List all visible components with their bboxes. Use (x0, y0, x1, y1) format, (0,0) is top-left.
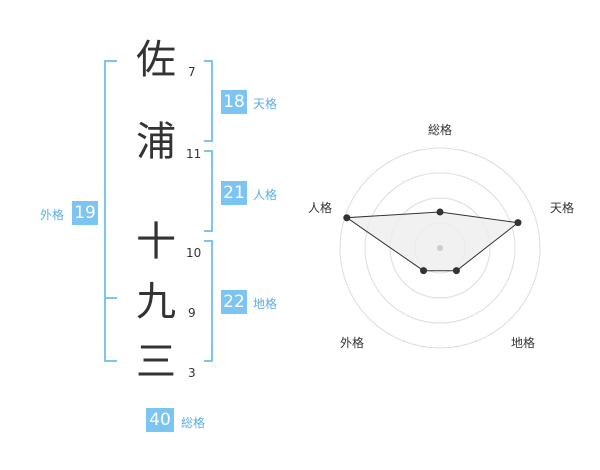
radar-axis-label-chikaku: 地格 (511, 335, 535, 350)
radar-point (343, 214, 351, 222)
gaikaku-bracket-tick (104, 297, 117, 299)
stroke-count-2: 11 (186, 147, 202, 161)
radar-center-dot (437, 245, 443, 251)
radar-point (514, 219, 522, 227)
radar-axis-label-jinkaku: 人格 (308, 200, 332, 215)
name-char-2: 浦 (136, 119, 176, 165)
stroke-count-3: 10 (186, 246, 202, 260)
jinkaku-value-badge: 21 (221, 181, 247, 205)
tenkaku-bracket (204, 60, 213, 142)
radar-ring (364, 172, 516, 324)
gaikaku-value-badge: 19 (72, 201, 98, 225)
soukaku-value-badge: 40 (146, 408, 174, 432)
chikaku-label: 地格 (253, 297, 278, 311)
gaikaku-label: 外格 (40, 208, 65, 222)
name-char-4: 九 (136, 279, 176, 325)
stroke-count-5: 3 (188, 366, 196, 380)
name-char-5: 三 (136, 339, 176, 385)
chikaku-bracket (204, 240, 213, 362)
name-char-3: 十 (136, 219, 176, 265)
radar-polygon (345, 211, 520, 272)
tenkaku-value-badge: 18 (221, 90, 247, 114)
gaikaku-bracket (104, 60, 117, 362)
radar-point (452, 267, 460, 275)
radar-axis-label-gaikaku: 外格 (340, 335, 364, 350)
tenkaku-label: 天格 (253, 97, 278, 111)
jinkaku-label: 人格 (253, 188, 278, 202)
radar-ring (339, 147, 541, 349)
chikaku-value-badge: 22 (221, 290, 247, 314)
name-char-1: 佐 (136, 37, 176, 83)
soukaku-label: 総格 (181, 416, 206, 430)
stroke-count-1: 7 (188, 65, 196, 79)
radar-axis-label-soukaku: 総格 (428, 122, 452, 137)
radar-point (436, 208, 444, 216)
radar-axis-label-tenkaku: 天格 (550, 200, 574, 215)
stroke-count-4: 9 (188, 306, 196, 320)
radar-point (420, 267, 428, 275)
jinkaku-bracket (204, 150, 213, 232)
